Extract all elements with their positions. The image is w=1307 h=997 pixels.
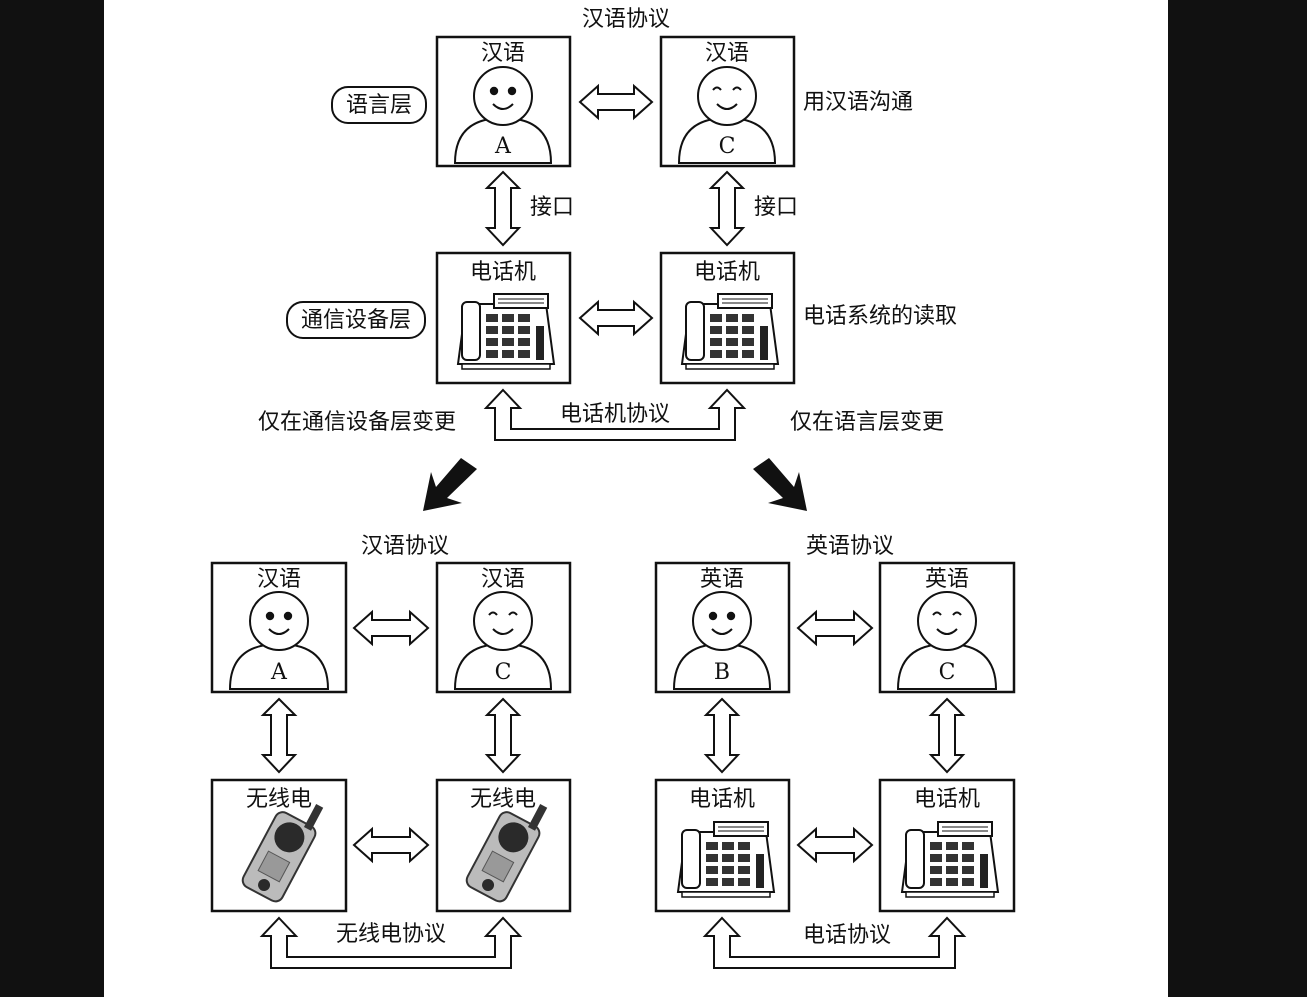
top-person-a-panel: 汉语 A	[435, 35, 572, 168]
top-person-c-letter: C	[719, 134, 736, 159]
top-person-a-title: 汉语	[481, 41, 525, 66]
bl-person-a-letter: A	[270, 660, 288, 685]
bl-person-c-panel: 汉语 C	[435, 561, 572, 694]
arrow-down-right-icon	[753, 458, 807, 511]
radio-protocol-label: 无线电协议	[336, 922, 446, 947]
change-left-label: 仅在通信设备层变更	[258, 410, 456, 435]
person-head-icon	[473, 66, 533, 126]
top-phone-left-title: 电话机	[470, 260, 536, 285]
interface-label-right: 接口	[754, 195, 798, 220]
br-person-b-panel: 英语 B	[654, 561, 791, 694]
top-phone-protocol-label: 电话机协议	[560, 402, 670, 427]
interface-label-left: 接口	[530, 195, 574, 220]
br-phone-left-title: 电话机	[689, 787, 755, 812]
person-head-icon	[697, 66, 757, 126]
bl-radio-left-title: 无线电	[246, 787, 312, 812]
phone-icon	[901, 821, 999, 898]
br-person-b-letter: B	[714, 660, 730, 685]
double-arrow-icon	[796, 609, 874, 647]
arrow-down-left-icon	[423, 458, 477, 511]
radio-protocol-connector	[259, 916, 523, 969]
interface-arrow-icon	[708, 170, 746, 247]
br-phone-right-panel: 电话机	[878, 778, 1016, 913]
vertical-arrow-icon	[484, 697, 522, 774]
bl-person-a-title: 汉语	[257, 567, 301, 592]
top-person-a-letter: A	[494, 134, 512, 159]
device-layer-badge	[286, 301, 426, 339]
top-protocol-label: 汉语协议	[582, 7, 670, 32]
bl-person-a-panel: 汉语 A	[210, 561, 348, 694]
right-comm-note: 用汉语沟通	[803, 90, 913, 115]
br-person-c-letter: C	[939, 660, 956, 685]
right-phone-note: 电话系统的读取	[803, 304, 957, 329]
language-layer-badge	[331, 86, 427, 124]
bottom-right-protocol-label: 英语协议	[806, 534, 894, 559]
change-right-label: 仅在语言层变更	[790, 410, 944, 435]
phone-icon	[457, 293, 555, 370]
language-layer-label: 语言层	[346, 93, 412, 118]
device-layer-label: 通信设备层	[301, 308, 411, 333]
bl-radio-right-panel: 无线电	[435, 778, 572, 913]
double-arrow-icon	[352, 826, 430, 864]
br-person-c-title: 英语	[925, 567, 969, 592]
phone-icon	[677, 821, 775, 898]
bl-radio-right-title: 无线电	[470, 787, 536, 812]
phone-protocol-connector	[702, 916, 967, 969]
double-arrow-icon	[578, 299, 654, 337]
br-phone-right-title: 电话机	[914, 787, 980, 812]
double-arrow-icon	[796, 826, 874, 864]
top-phone-right-title: 电话机	[694, 260, 760, 285]
bl-radio-left-panel: 无线电	[210, 778, 348, 913]
vertical-arrow-icon	[703, 697, 741, 774]
double-arrow-icon	[352, 609, 430, 647]
person-head-icon	[473, 591, 533, 651]
top-phone-right-panel: 电话机	[659, 251, 796, 385]
top-person-c-panel: 汉语 C	[659, 35, 796, 168]
phone-protocol-connector	[483, 388, 747, 441]
vertical-arrow-icon	[260, 697, 298, 774]
person-head-icon	[249, 591, 309, 651]
bottom-left-protocol-label: 汉语协议	[361, 534, 449, 559]
double-arrow-icon	[578, 83, 654, 121]
br-phone-left-panel: 电话机	[654, 778, 791, 913]
br-phone-protocol-label: 电话协议	[803, 923, 891, 948]
person-head-icon	[917, 591, 977, 651]
bl-person-c-letter: C	[495, 660, 512, 685]
person-head-icon	[692, 591, 752, 651]
top-person-c-title: 汉语	[705, 41, 749, 66]
phone-icon	[681, 293, 779, 370]
br-person-b-title: 英语	[700, 567, 744, 592]
top-phone-left-panel: 电话机	[435, 251, 572, 385]
interface-arrow-icon	[484, 170, 522, 247]
vertical-arrow-icon	[928, 697, 966, 774]
bl-person-c-title: 汉语	[481, 567, 525, 592]
br-person-c-panel: 英语 C	[878, 561, 1016, 694]
